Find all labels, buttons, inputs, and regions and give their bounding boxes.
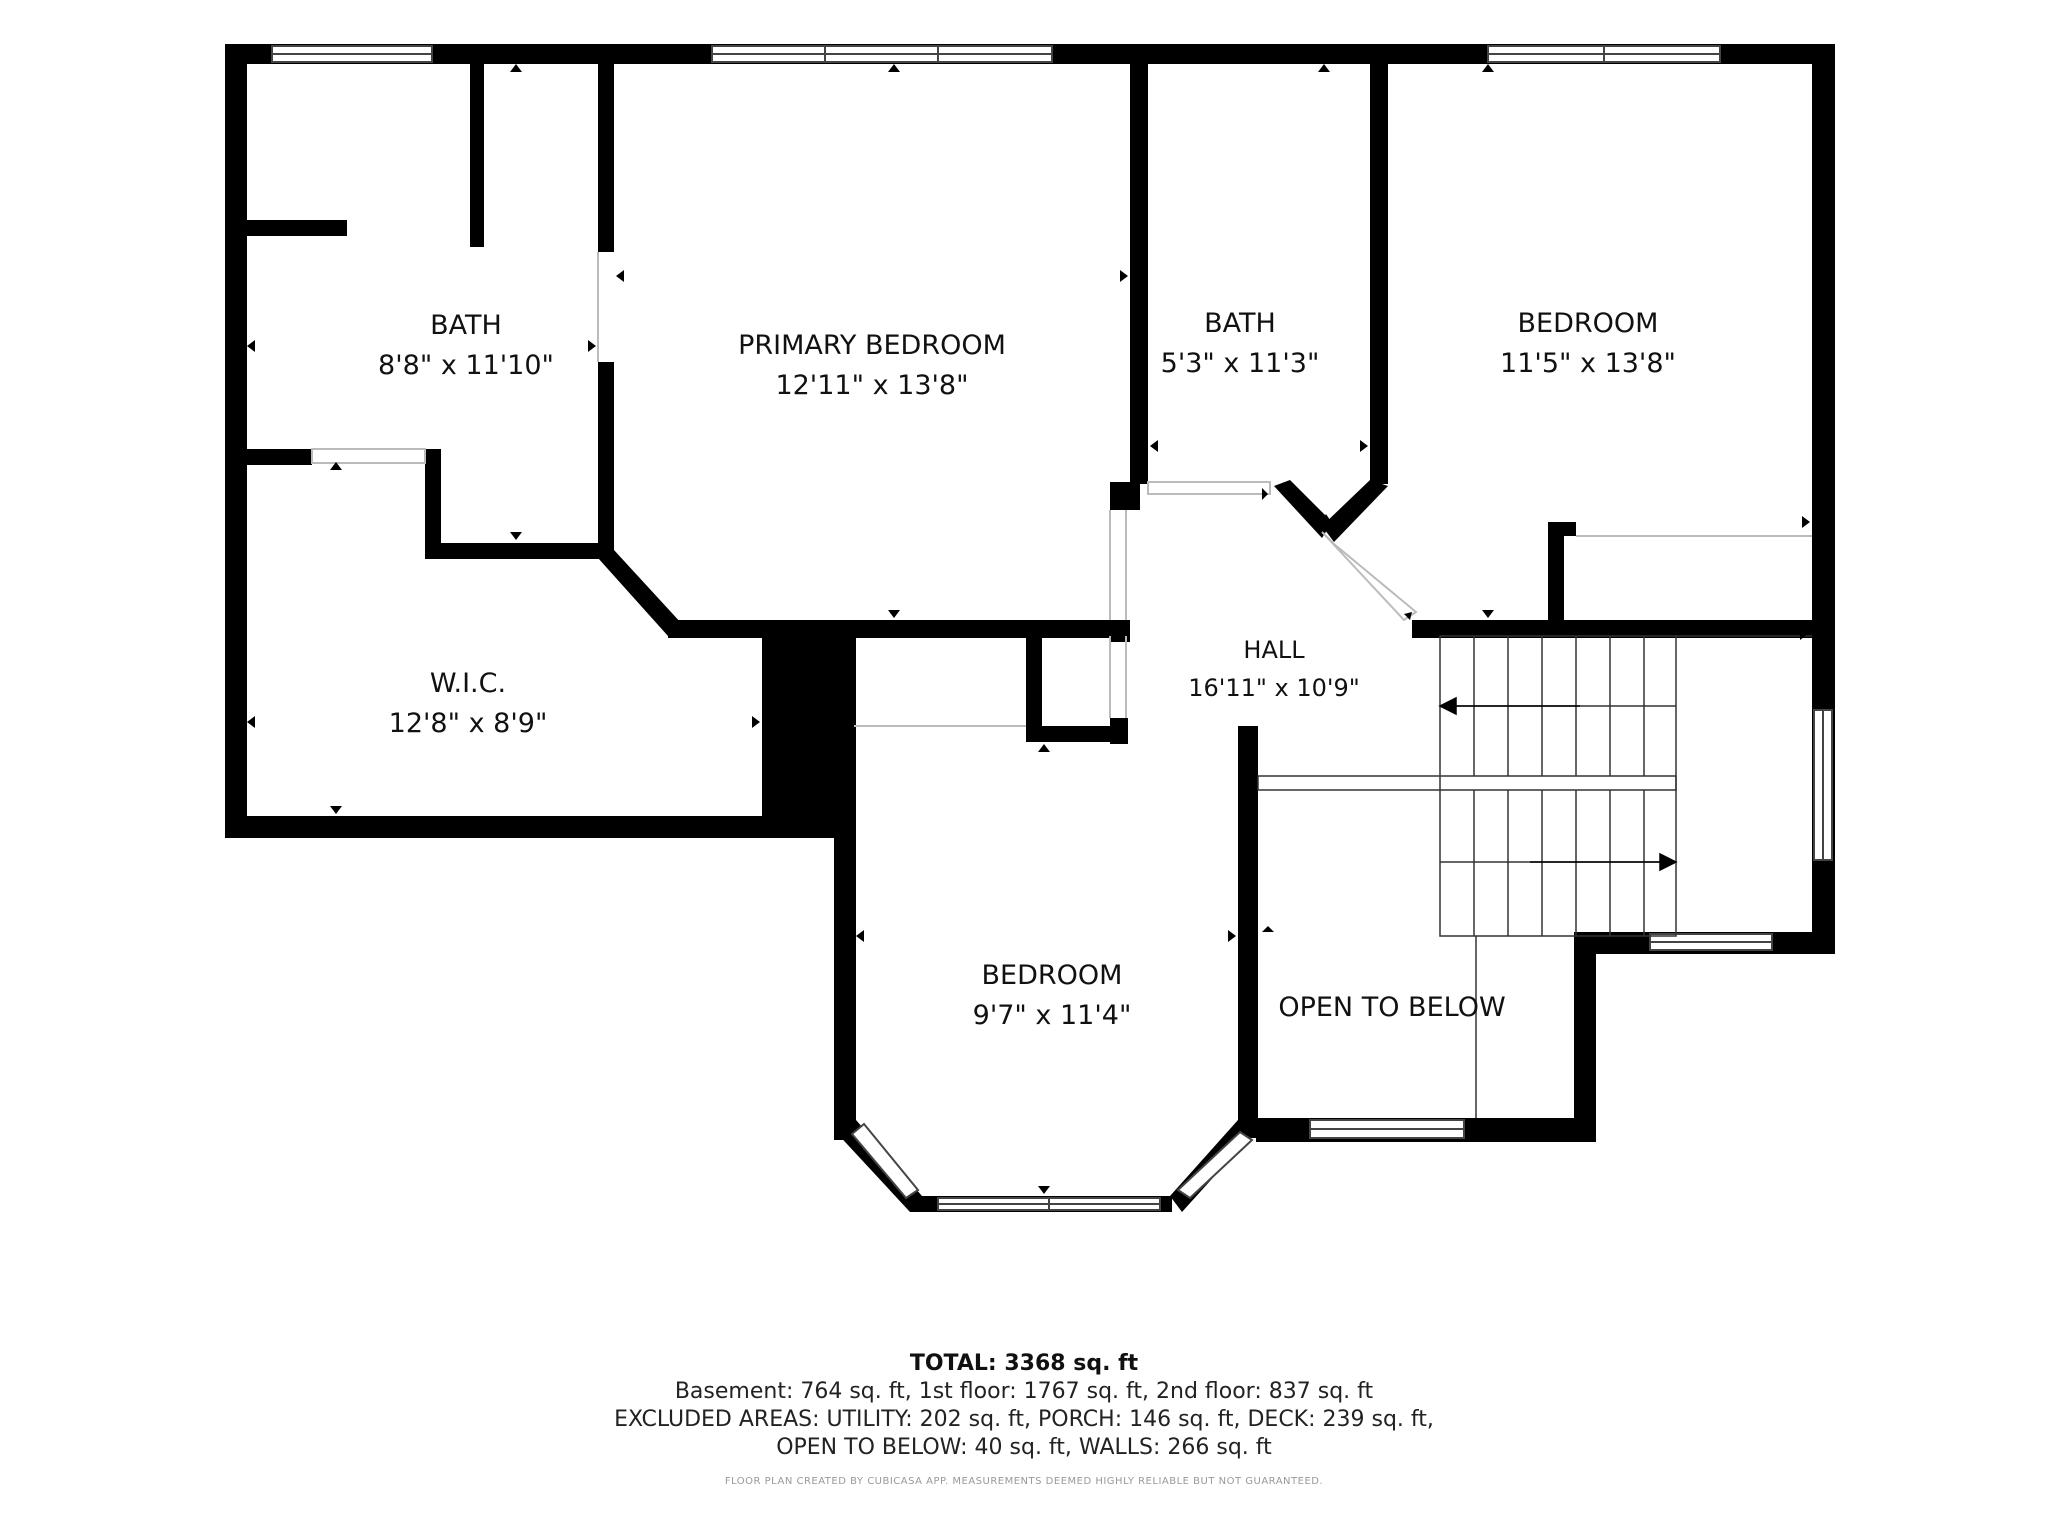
- room-wic-dims: 12'8" x 8'9": [389, 708, 548, 739]
- room-hall-dims: 16'11" x 10'9": [1188, 674, 1360, 702]
- floor-plan: BATH 8'8" x 11'10" PRIMARY BEDROOM 12'11…: [225, 44, 1835, 1212]
- walls: [225, 44, 1835, 1212]
- room-wic-name: W.I.C.: [430, 668, 506, 699]
- floor-breakdown: Basement: 764 sq. ft, 1st floor: 1767 sq…: [674, 1379, 1374, 1404]
- excluded-areas: EXCLUDED AREAS: UTILITY: 202 sq. ft, POR…: [614, 1407, 1434, 1432]
- room-bath-mid-name: BATH: [1204, 308, 1276, 339]
- room-bath-left-name: BATH: [430, 310, 502, 341]
- room-bath-left-dims: 8'8" x 11'10": [378, 350, 554, 381]
- windows: [271, 45, 1833, 1211]
- room-primary-bedroom-dims: 12'11" x 13'8": [775, 370, 968, 401]
- room-labels: BATH 8'8" x 11'10" PRIMARY BEDROOM 12'11…: [378, 308, 1676, 1031]
- room-bedroom-right-dims: 11'5" x 13'8": [1500, 348, 1676, 379]
- openings: [311, 252, 1812, 727]
- dimension-markers: [247, 64, 1810, 1194]
- total-area: TOTAL: 3368 sq. ft: [0, 1350, 2048, 1378]
- room-bedroom-right-name: BEDROOM: [1518, 308, 1659, 339]
- room-bedroom-bottom-dims: 9'7" x 11'4": [973, 1000, 1132, 1031]
- stair-arrows: [1438, 696, 1678, 872]
- stairs: [1257, 635, 1812, 1118]
- room-primary-bedroom-name: PRIMARY BEDROOM: [738, 330, 1006, 361]
- credit-note: FLOOR PLAN CREATED BY CUBICASA APP. MEAS…: [724, 1476, 1324, 1487]
- total-label: TOTAL:: [909, 1351, 997, 1376]
- room-open-to-below-name: OPEN TO BELOW: [1278, 992, 1505, 1023]
- total-value: 3368 sq. ft: [1004, 1351, 1139, 1376]
- room-bath-mid-dims: 5'3" x 11'3": [1161, 348, 1320, 379]
- excluded-areas-cont: OPEN TO BELOW: 40 sq. ft, WALLS: 266 sq.…: [776, 1435, 1272, 1460]
- area-summary: TOTAL: 3368 sq. ft Basement: 764 sq. ft,…: [0, 1350, 2048, 1487]
- room-bedroom-bottom-name: BEDROOM: [982, 960, 1123, 991]
- room-hall-name: HALL: [1243, 636, 1305, 664]
